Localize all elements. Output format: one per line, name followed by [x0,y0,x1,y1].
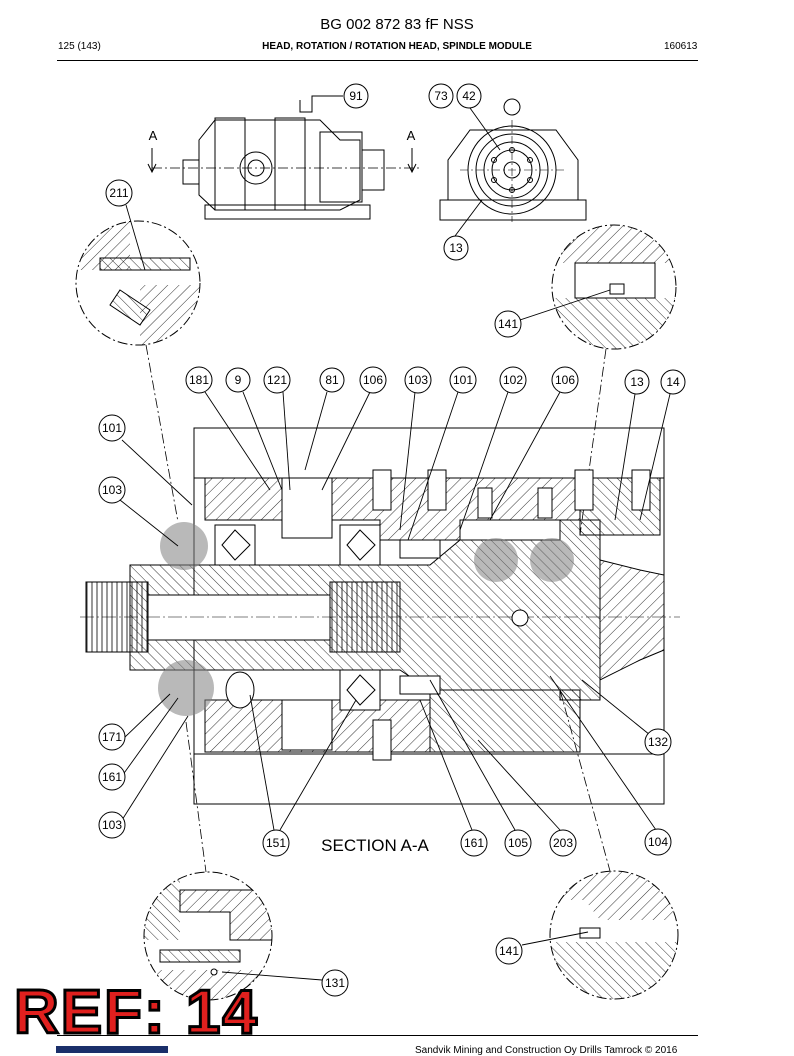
svg-text:131: 131 [325,976,345,990]
callout-42: 42 [456,83,482,109]
svg-text:103: 103 [102,483,122,497]
callout-81: 81 [319,367,345,393]
callout-102: 102 [499,366,527,394]
callout-106-b: 106 [551,366,579,394]
section-caption: SECTION A-A [321,836,429,855]
svg-text:103: 103 [408,373,428,387]
svg-text:9: 9 [235,373,242,387]
svg-text:161: 161 [102,770,122,784]
svg-text:132: 132 [648,735,668,749]
callout-13-top: 13 [443,235,469,261]
callout-141-bottom: 141 [495,937,523,965]
document-code: 160613 [664,41,698,52]
callout-9: 9 [225,367,251,393]
section-heading: HEAD, ROTATION / ROTATION HEAD, SPINDLE … [262,41,532,52]
svg-text:161: 161 [464,836,484,850]
svg-text:101: 101 [453,373,473,387]
detail-view-bottom-left [143,871,273,1001]
svg-text:106: 106 [363,373,383,387]
callout-211: 211 [105,179,133,207]
svg-text:121: 121 [267,373,287,387]
detail-view-bottom-right [549,870,679,1000]
svg-text:104: 104 [648,835,668,849]
detail-view-top-right [551,224,677,350]
svg-text:141: 141 [499,944,519,958]
callout-14: 14 [660,369,686,395]
svg-text:13: 13 [449,241,463,255]
svg-text:91: 91 [349,89,363,103]
callout-leaders [119,107,671,981]
callout-151: 151 [262,829,290,857]
svg-text:171: 171 [102,730,122,744]
svg-text:203: 203 [553,836,573,850]
svg-text:13: 13 [630,375,644,389]
callout-171: 171 [98,723,126,751]
callout-203: 203 [549,829,577,857]
section-marker-right: A [407,128,416,143]
footer-rule [57,1035,698,1036]
section-view [80,427,680,805]
callout-13-section: 13 [624,369,650,395]
callout-181: 181 [185,366,213,394]
svg-text:103: 103 [102,818,122,832]
svg-text:105: 105 [508,836,528,850]
callout-121: 121 [263,366,291,394]
sandvik-logo [56,1046,168,1053]
front-view [439,98,587,222]
header-rule [57,60,698,61]
callout-73: 73 [428,83,454,109]
callout-131: 131 [321,969,349,997]
side-view [147,95,420,220]
svg-text:151: 151 [266,836,286,850]
detail-view-top-left [75,220,201,346]
callout-103-left: 103 [98,476,126,504]
svg-text:14: 14 [666,375,680,389]
callout-161-bottom: 161 [460,829,488,857]
callout-141-top: 141 [494,310,522,338]
document-title: BG 002 872 83 fF NSS [320,16,474,33]
svg-text:211: 211 [109,186,128,200]
callout-132: 132 [644,728,672,756]
callout-103-bottom: 103 [98,811,126,839]
svg-text:81: 81 [325,373,339,387]
callout-105: 105 [504,829,532,857]
callout-161-left: 161 [98,763,126,791]
callout-101-left: 101 [98,414,126,442]
svg-text:73: 73 [434,89,448,103]
callout-91: 91 [343,83,369,109]
callout-106-a: 106 [359,366,387,394]
svg-text:106: 106 [555,373,575,387]
callout-101-top: 101 [449,366,477,394]
ref-stamp: REF: 14 [13,978,259,1047]
svg-text:101: 101 [102,421,122,435]
svg-text:181: 181 [189,373,209,387]
svg-text:42: 42 [462,89,476,103]
callout-104: 104 [644,828,672,856]
footer-copyright: Sandvik Mining and Construction Oy Drill… [415,1045,678,1056]
svg-text:102: 102 [503,373,523,387]
section-marker-left: A [149,128,158,143]
svg-text:141: 141 [498,317,518,331]
callout-103-top: 103 [404,366,432,394]
page-number: 125 (143) [58,41,101,52]
